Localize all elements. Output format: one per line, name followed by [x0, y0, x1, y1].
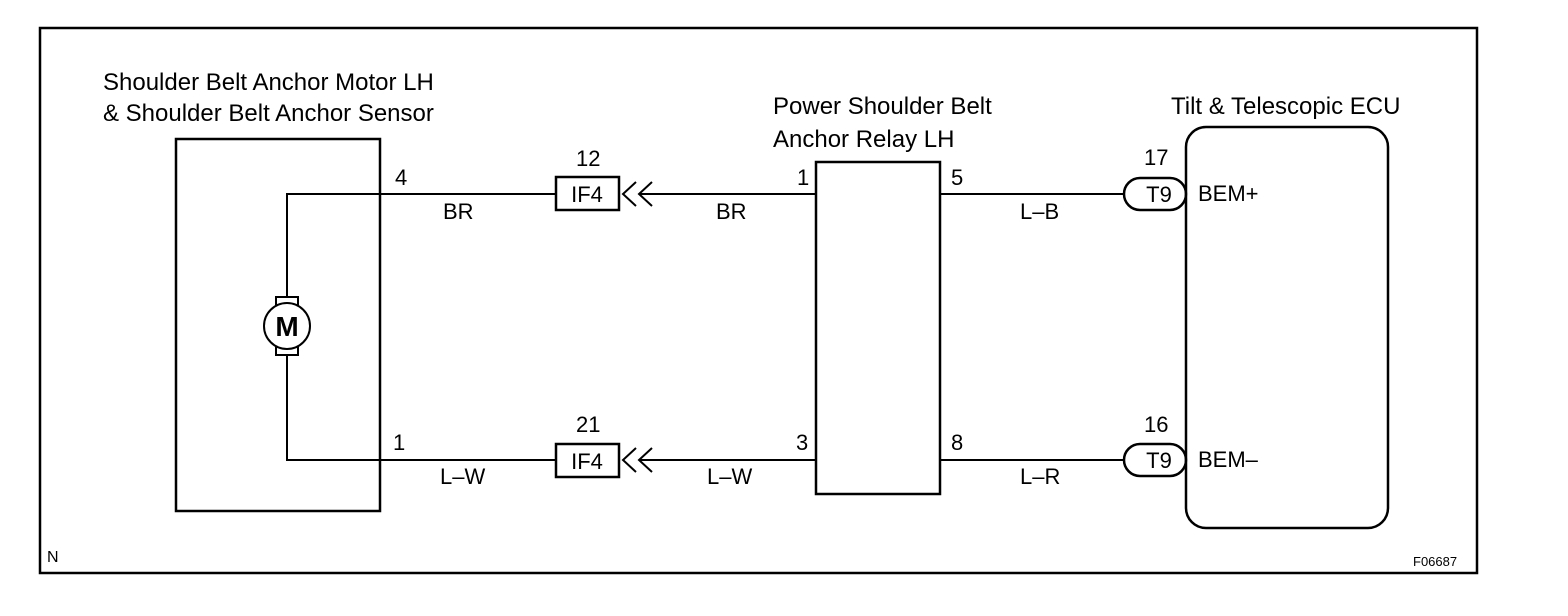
relay-pin-3: 3 — [796, 430, 808, 455]
ecu-terminal-bem-minus: BEM– — [1198, 447, 1259, 472]
wire-label-lw-right: L–W — [707, 464, 752, 489]
relay-component-box — [814, 160, 942, 496]
t9-bottom-pin: 16 — [1144, 412, 1168, 437]
t9-bottom-label: T9 — [1146, 448, 1172, 473]
motor-internal-wire-bottom — [286, 352, 380, 461]
if4-bottom-label: IF4 — [571, 449, 603, 474]
relay-title-line1: Power Shoulder Belt — [773, 93, 992, 120]
motor-icon: M — [263, 296, 311, 356]
motor-component-box — [174, 137, 382, 513]
t9-top-pin: 17 — [1144, 145, 1168, 170]
motor-title-line1: Shoulder Belt Anchor Motor LH — [103, 69, 434, 96]
if4-top-pin: 12 — [576, 146, 600, 171]
motor-pin-bottom: 1 — [393, 430, 405, 455]
ecu-title: Tilt & Telescopic ECU — [1171, 93, 1400, 120]
ecu-component-box — [1184, 125, 1390, 530]
wire-label-br-left: BR — [443, 199, 474, 224]
corner-label-n: N — [47, 549, 59, 566]
wire-label-br-right: BR — [716, 199, 747, 224]
wire-label-lr: L–R — [1020, 464, 1060, 489]
motor-title-line2: & Shoulder Belt Anchor Sensor — [103, 100, 434, 127]
if4-bottom-pin: 21 — [576, 412, 600, 437]
figure-code: F06687 — [1413, 554, 1457, 569]
ecu-terminal-bem-plus: BEM+ — [1198, 181, 1259, 206]
motor-pin-top: 4 — [395, 165, 407, 190]
relay-title-line2: Anchor Relay LH — [773, 126, 954, 153]
relay-pin-5: 5 — [951, 165, 963, 190]
t9-top-label: T9 — [1146, 182, 1172, 207]
relay-pin-8: 8 — [951, 430, 963, 455]
diagram-frame — [38, 26, 1479, 575]
wire-label-lb: L–B — [1020, 199, 1059, 224]
relay-pin-1: 1 — [797, 165, 809, 190]
if4-top-connector — [554, 175, 621, 212]
if4-bottom-connector — [554, 442, 621, 479]
if4-top-label: IF4 — [571, 182, 603, 207]
motor-symbol-letter: M — [275, 311, 298, 342]
motor-internal-wire-top — [286, 193, 380, 300]
wire-label-lw-left: L–W — [440, 464, 485, 489]
